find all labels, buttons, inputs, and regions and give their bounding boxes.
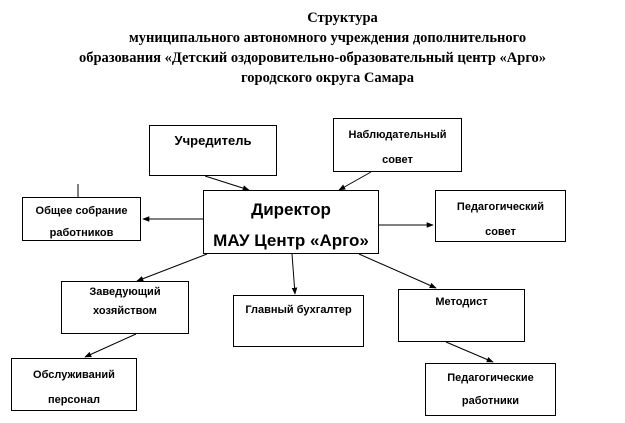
node-supervisory-board-line-1: Наблюдательный bbox=[348, 129, 447, 141]
node-chief-accountant: Главный бухгалтер bbox=[233, 295, 364, 347]
node-pedagogical-council: Педагогический совет bbox=[435, 190, 566, 242]
node-pedagogical-council-line-1: Педагогический bbox=[456, 201, 545, 213]
title-line-1: Структура bbox=[307, 10, 378, 26]
node-service-staff-line-1: Обслуживаний bbox=[33, 369, 115, 381]
node-facilities-manager-line-2: хозяйством bbox=[93, 305, 157, 317]
title-line-4: городского округа Самара bbox=[241, 70, 414, 86]
edge-methodologist-teachers bbox=[445, 341, 494, 363]
node-teaching-staff-line-2: работники bbox=[461, 395, 520, 407]
title-line-3: образования «Детский оздоровительно-обра… bbox=[78, 50, 547, 66]
diagram-title: Структура муниципального автономного учр… bbox=[0, 8, 625, 88]
node-director: Директор МАУ Центр «Арго» bbox=[203, 190, 379, 254]
node-general-assembly: Общее собрание работников bbox=[22, 197, 141, 241]
edge-director-manager bbox=[136, 253, 208, 282]
edge-director-methodologist bbox=[358, 253, 437, 289]
node-pedagogical-council-line-2: совет bbox=[485, 226, 516, 238]
node-service-staff-line-2: персонал bbox=[47, 394, 101, 406]
node-founder-line-1: Учредитель bbox=[174, 133, 252, 148]
node-methodologist: Методист bbox=[398, 289, 525, 342]
node-facilities-manager: Заведующий хозяйством bbox=[61, 281, 189, 334]
node-teaching-staff: Педагогические работники bbox=[425, 363, 556, 416]
node-chief-accountant-line-1: Главный бухгалтер bbox=[245, 304, 352, 316]
node-teaching-staff-line-1: Педагогические bbox=[447, 372, 534, 384]
node-methodologist-line-1: Методист bbox=[435, 296, 488, 308]
node-service-staff: Обслуживаний персонал bbox=[11, 358, 137, 411]
edge-board-director bbox=[338, 171, 372, 191]
edge-director-accountant bbox=[291, 253, 298, 295]
node-facilities-manager-line-1: Заведующий bbox=[89, 286, 161, 298]
edge-founder-director bbox=[204, 175, 250, 191]
node-supervisory-board: Наблюдательный совет bbox=[333, 118, 462, 172]
node-general-assembly-line-2: работников bbox=[49, 227, 114, 239]
node-director-line-1: Директор bbox=[251, 200, 331, 219]
node-founder: Учредитель bbox=[149, 125, 277, 176]
edge-manager-staff bbox=[84, 333, 137, 358]
title-line-2: муниципального автономного учреждения до… bbox=[128, 30, 527, 46]
node-director-line-2: МАУ Центр «Арго» bbox=[213, 231, 369, 250]
node-supervisory-board-line-2: совет bbox=[382, 154, 413, 166]
node-general-assembly-line-1: Общее собрание bbox=[35, 205, 128, 217]
